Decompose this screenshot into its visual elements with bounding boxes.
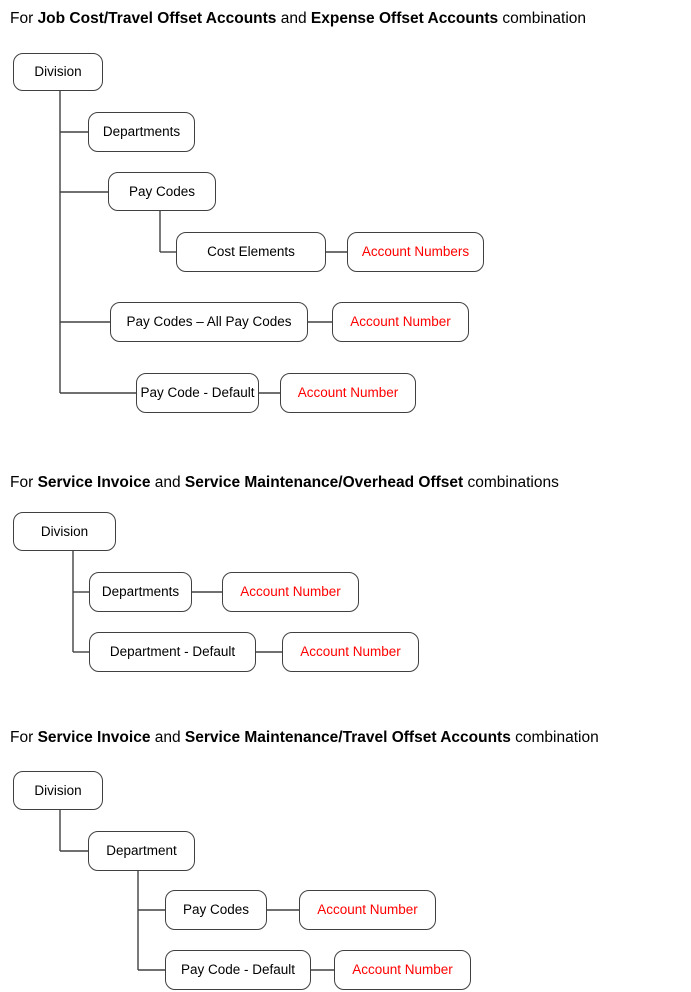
- node-department-default[interactable]: Department - Default: [89, 632, 256, 672]
- node-account-number-department-default[interactable]: Account Number: [282, 632, 419, 672]
- node-account-number-all-pay-codes[interactable]: Account Number: [332, 302, 469, 342]
- node-division-2[interactable]: Division: [13, 512, 116, 551]
- node-division-3[interactable]: Division: [13, 771, 103, 810]
- section-3-heading-prefix: For: [10, 729, 38, 746]
- section-2-heading: For Service Invoice and Service Maintena…: [10, 473, 559, 493]
- node-pay-codes-3[interactable]: Pay Codes: [165, 890, 267, 930]
- node-departments-2[interactable]: Departments: [89, 572, 192, 612]
- node-account-number-pay-codes-3[interactable]: Account Number: [299, 890, 436, 930]
- node-pay-codes[interactable]: Pay Codes: [108, 172, 216, 211]
- section-3-heading-bold-1: Service Invoice: [37, 729, 151, 746]
- node-account-numbers[interactable]: Account Numbers: [347, 232, 484, 272]
- node-account-number-pay-code-default-3[interactable]: Account Number: [334, 950, 471, 990]
- section-2-heading-prefix: For: [10, 474, 38, 491]
- section-1-heading-bold-1: Job Cost/Travel Offset Accounts: [37, 10, 277, 27]
- node-division[interactable]: Division: [13, 53, 103, 91]
- section-3-heading-middle: and: [150, 729, 185, 746]
- section-1-heading-bold-2: Expense Offset Accounts: [310, 10, 499, 27]
- section-2-heading-bold-2: Service Maintenance/Overhead Offset: [184, 474, 464, 491]
- section-1-heading-prefix: For: [10, 10, 38, 27]
- section-3-heading-suffix: combination: [510, 729, 599, 746]
- section-3-heading: For Service Invoice and Service Maintena…: [10, 728, 599, 748]
- node-cost-elements[interactable]: Cost Elements: [176, 232, 326, 272]
- section-2-heading-suffix: combinations: [463, 474, 559, 491]
- node-pay-code-default-3[interactable]: Pay Code - Default: [165, 950, 311, 990]
- node-departments[interactable]: Departments: [88, 112, 195, 152]
- section-2-heading-bold-1: Service Invoice: [37, 474, 151, 491]
- node-account-number-pay-code-default[interactable]: Account Number: [280, 373, 416, 413]
- section-1-heading-suffix: combination: [498, 10, 587, 27]
- section-1-heading: For Job Cost/Travel Offset Accounts and …: [10, 9, 586, 29]
- node-pay-codes-all-pay-codes[interactable]: Pay Codes – All Pay Codes: [110, 302, 308, 342]
- node-department[interactable]: Department: [88, 831, 195, 871]
- section-1-heading-middle: and: [276, 10, 311, 27]
- section-2-heading-middle: and: [150, 474, 185, 491]
- node-account-number-departments[interactable]: Account Number: [222, 572, 359, 612]
- node-pay-code-default[interactable]: Pay Code - Default: [136, 373, 259, 413]
- section-3-heading-bold-2: Service Maintenance/Travel Offset Accoun…: [184, 729, 511, 746]
